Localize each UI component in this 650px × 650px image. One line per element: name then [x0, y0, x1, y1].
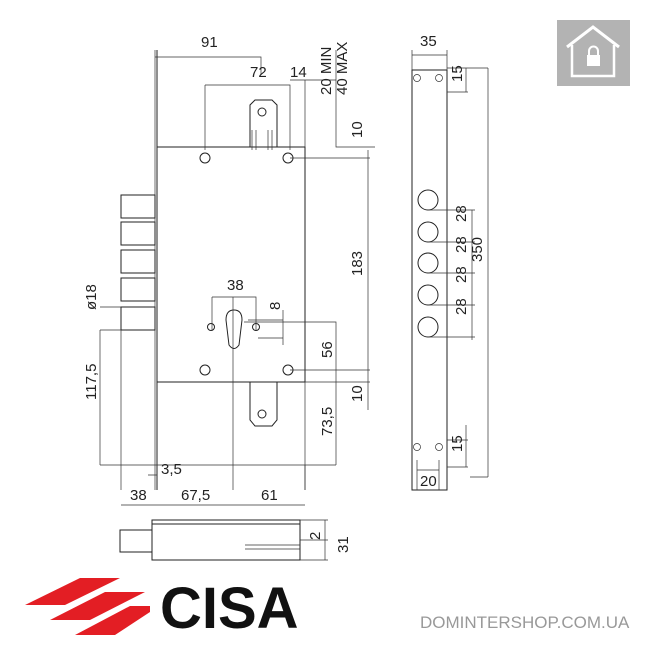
site-label: DOMINTERSHOP.COM.UA: [420, 613, 630, 632]
lock-case: [156, 146, 306, 383]
dim-10-bottom: 10: [349, 385, 366, 402]
dim-67-5: 67,5: [181, 487, 210, 504]
bolt: [120, 221, 156, 246]
latch: [120, 306, 156, 331]
dim-38-backset: 38: [130, 487, 147, 504]
dim-15-top: 15: [449, 65, 466, 82]
dim-15-bottom: 15: [449, 435, 466, 452]
bolt: [120, 277, 156, 302]
dim-2: 2: [307, 532, 324, 540]
cylinder-cutout: [225, 309, 243, 349]
dim-diameter-18: ø18: [83, 284, 100, 310]
home-lock-icon: [557, 20, 630, 86]
dim-28: 28: [453, 298, 470, 315]
bottom-rod: [249, 382, 278, 427]
dim-28: 28: [453, 236, 470, 253]
dim-73-5: 73,5: [319, 407, 336, 436]
dim-28: 28: [453, 205, 470, 222]
dim-117-5: 117,5: [83, 364, 100, 400]
bolt: [120, 194, 156, 219]
dim-14: 14: [290, 64, 307, 81]
dim-183: 183: [349, 251, 366, 276]
dim-350: 350: [469, 237, 486, 262]
dim-38-cyl: 38: [227, 277, 244, 294]
dim-28: 28: [453, 266, 470, 283]
dim-72: 72: [250, 64, 267, 81]
side-view: [411, 50, 489, 491]
cisa-logo-mark: [25, 578, 150, 635]
dim-10-top: 10: [349, 121, 366, 138]
dim-35: 35: [420, 33, 437, 50]
front-view: [99, 50, 375, 506]
dim-31: 31: [335, 536, 352, 553]
dim-20: 20: [420, 473, 437, 490]
dim-56: 56: [319, 341, 336, 358]
bolt: [120, 249, 156, 274]
top-rod: [249, 99, 278, 147]
dim-3-5: 3,5: [161, 461, 182, 478]
dim-20-min: 20 MIN: [318, 47, 335, 95]
brand-name: CISA: [160, 576, 299, 641]
lock-bottom-profile: [151, 519, 301, 561]
faceplate: [411, 69, 448, 491]
dim-40-max: 40 MAX: [334, 42, 351, 95]
dim-91: 91: [201, 34, 218, 51]
dim-61: 61: [261, 487, 278, 504]
bottom-view: [119, 519, 328, 561]
dim-8: 8: [267, 302, 284, 310]
